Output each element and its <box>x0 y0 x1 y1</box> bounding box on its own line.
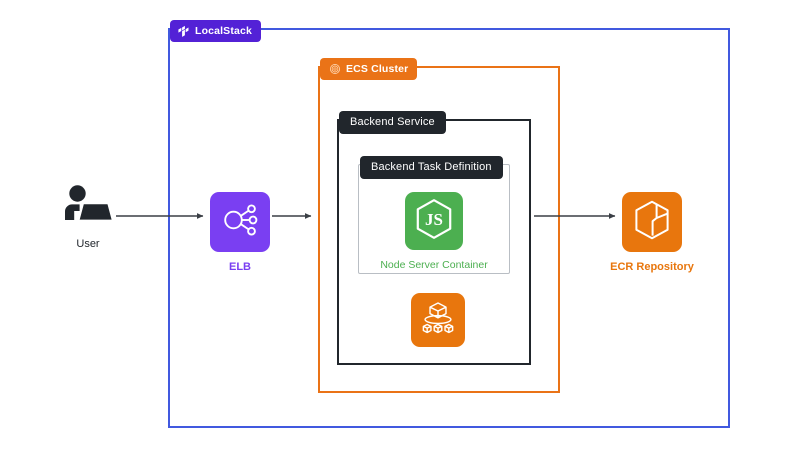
tag-ecs-cluster-label: ECS Cluster <box>346 62 409 75</box>
node-ecs-task <box>411 293 465 347</box>
localstack-logo-icon <box>177 25 190 38</box>
tag-backend-task-definition: Backend Task Definition <box>360 156 503 179</box>
node-elb-label: ELB <box>229 261 251 273</box>
node-node-server-container: JS Node Server Container <box>380 192 488 272</box>
node-ecr-repository-label: ECR Repository <box>610 261 694 273</box>
node-ecr-repository: ECR Repository <box>610 192 694 273</box>
aws-ecs-container-icon <box>419 299 457 342</box>
tag-backend-service: Backend Service <box>339 111 446 134</box>
node-user: User <box>48 183 128 250</box>
ecr-box-icon <box>632 199 672 246</box>
elb-icon-tile <box>210 192 270 252</box>
ecs-task-icon-tile <box>411 293 465 347</box>
svg-text:JS: JS <box>425 210 443 229</box>
tag-localstack: LocalStack <box>170 20 261 42</box>
group-ecs-cluster <box>318 66 560 393</box>
tag-backend-task-definition-label: Backend Task Definition <box>371 161 492 173</box>
node-user-label: User <box>76 238 100 250</box>
ecr-icon-tile <box>622 192 682 252</box>
group-localstack <box>168 28 730 428</box>
tag-backend-service-label: Backend Service <box>350 116 435 128</box>
node-server-icon-tile: JS <box>405 192 463 250</box>
user-at-laptop-icon <box>60 183 116 227</box>
node-elb: ELB <box>210 192 270 273</box>
tag-localstack-label: LocalStack <box>195 24 252 37</box>
elastic-load-balancer-icon <box>220 200 260 245</box>
node-node-server-container-label: Node Server Container <box>380 259 488 271</box>
tag-ecs-cluster: ECS Cluster <box>320 58 418 80</box>
ecs-cluster-icon <box>329 63 341 75</box>
nodejs-js-hexagon-icon: JS <box>414 198 454 245</box>
